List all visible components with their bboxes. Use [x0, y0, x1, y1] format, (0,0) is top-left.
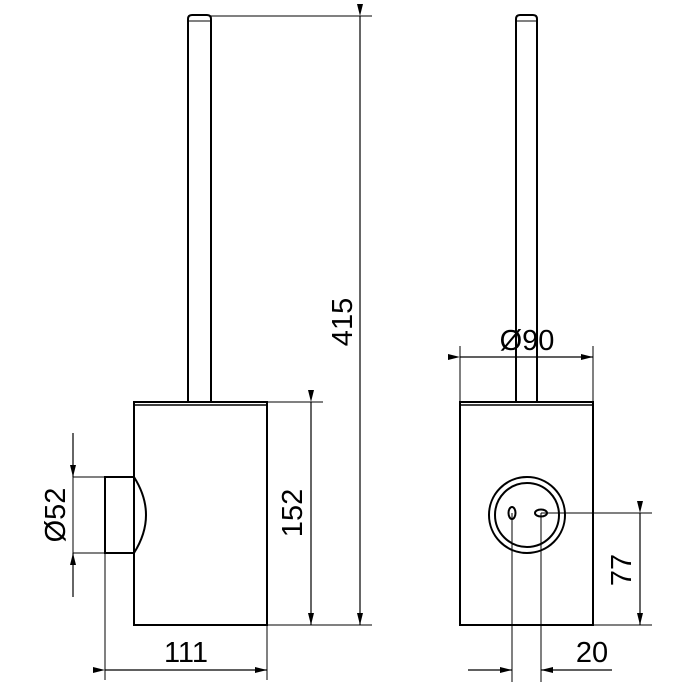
dim-label-77: 77	[606, 554, 638, 586]
dim-label-52: Ø52	[40, 488, 72, 543]
handle-rod-front	[515, 14, 538, 402]
mount-plate-outer	[488, 476, 566, 554]
dim-label-20: 20	[576, 637, 608, 669]
side-view	[70, 4, 372, 680]
handle-rod	[187, 14, 212, 402]
wall-mount-knob	[104, 476, 147, 554]
dim-label-111: 111	[164, 637, 208, 669]
holder-body	[133, 401, 268, 626]
dim-label-90: Ø90	[500, 325, 555, 357]
dim-label-415: 415	[327, 298, 359, 346]
front-view	[448, 14, 652, 682]
mount-plate-inner	[494, 482, 560, 548]
dim-label-152: 152	[277, 489, 309, 537]
